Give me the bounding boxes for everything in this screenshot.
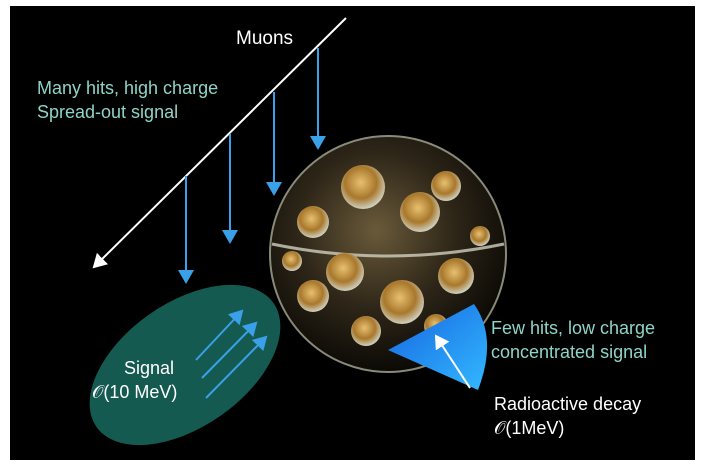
signal-energy-label: 𝒪(10 MeV)	[92, 382, 178, 402]
muon-track-arrow	[92, 17, 347, 269]
signal-label: Signal	[124, 358, 175, 378]
pmt-tube	[380, 280, 424, 324]
muons-label: Muons	[236, 28, 294, 49]
pmt-tube	[341, 165, 385, 209]
pmt-tube	[431, 171, 461, 201]
pmt-tube	[297, 206, 329, 238]
signal-arrow	[205, 335, 268, 399]
signal-arrow	[195, 309, 244, 361]
radioactive-decay-label: Radioactive decay	[494, 394, 642, 414]
signal-arrow	[201, 321, 258, 379]
diagram-frame: Muons Many hits, high charge Spread-out …	[10, 6, 695, 460]
many-hits-label: Many hits, high charge	[37, 78, 219, 98]
few-hits-label: Few hits, low charge	[491, 318, 656, 338]
pmt-tube	[438, 258, 474, 294]
pmt-tube	[470, 226, 490, 246]
pmt-tube	[326, 253, 364, 291]
pmt-tube	[351, 316, 381, 346]
concentrated-signal-label: concentrated signal	[491, 342, 648, 362]
pmt-tube	[400, 192, 440, 232]
pmt-tube	[297, 280, 329, 312]
spread-out-label: Spread-out signal	[37, 102, 179, 122]
diagram-canvas	[89, 17, 507, 446]
signal-ellipse	[89, 284, 281, 446]
detector-sphere	[269, 135, 507, 373]
radioactive-energy-label: 𝒪(1MeV)	[494, 418, 565, 438]
radioactive-pointer-arrow	[434, 334, 471, 389]
pmt-tube	[282, 251, 302, 271]
